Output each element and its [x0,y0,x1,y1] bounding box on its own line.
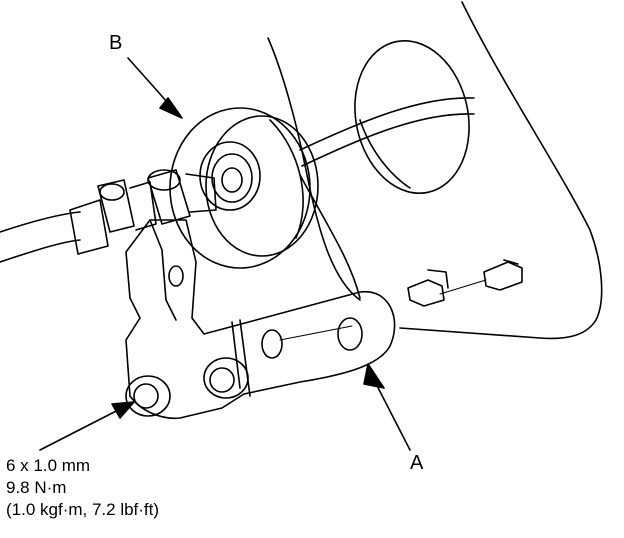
torque-spec: 6 x 1.0 mm 9.8 N·m (1.0 kgf·m, 7.2 lbf·f… [6,455,159,521]
panel-hole [354,39,470,195]
torque-nm: 9.8 N·m [6,478,67,497]
bolt-size: 6 x 1.0 mm [6,456,91,475]
torque-alt: (1.0 kgf·m, 7.2 lbf·ft) [6,500,160,519]
panel-studs [407,259,523,307]
leader-arrow-b [127,57,183,119]
bracket-bolts [125,357,249,417]
leader-arrow-a [363,363,411,451]
callout-b: B [109,32,123,54]
bracket-a [125,219,396,420]
leader-arrow-bolt [39,401,135,451]
callout-a: A [410,452,424,474]
cable [299,97,475,167]
cable-end-left [0,169,217,263]
guide-lines [279,279,487,341]
